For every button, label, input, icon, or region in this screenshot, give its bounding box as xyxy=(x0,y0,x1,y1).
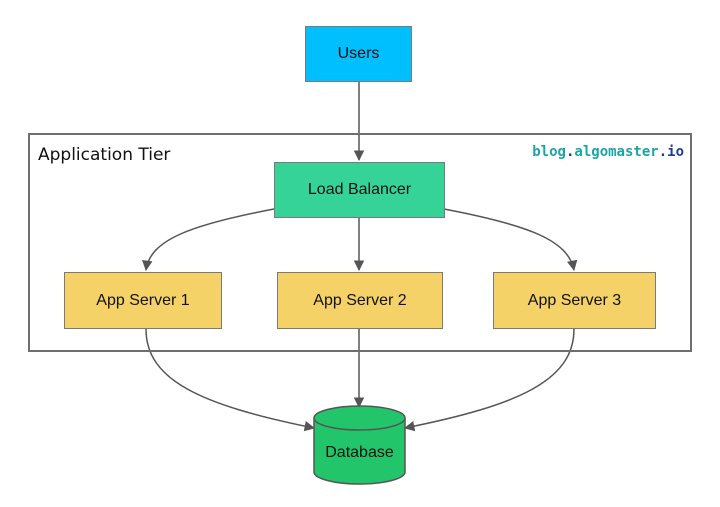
users-node: Users xyxy=(305,26,412,82)
app-server-1-label: App Server 1 xyxy=(96,291,190,309)
app-server-3-node: App Server 3 xyxy=(493,272,656,329)
brand-part-algomaster: algomaster xyxy=(574,144,659,160)
app-server-1-node: App Server 1 xyxy=(64,272,222,329)
application-tier-container xyxy=(28,133,692,352)
edge-app-server-3-to-database xyxy=(403,328,575,432)
load-balancer-label: Load Balancer xyxy=(307,181,412,198)
application-tier-label: Application Tier xyxy=(38,145,171,165)
edge-load-balancer-to-app-server-1 xyxy=(142,208,275,272)
app-server-2-label: App Server 2 xyxy=(313,291,407,309)
database-body xyxy=(313,418,406,485)
app-server-2-node: App Server 2 xyxy=(277,272,443,329)
edge-app-server-1-to-database xyxy=(145,328,316,432)
database-label: Database xyxy=(325,444,394,461)
brand-dot-2: . xyxy=(658,144,668,160)
load-balancer-node: Load Balancer xyxy=(274,162,445,218)
brand-dot-1: . xyxy=(565,144,575,160)
brand-part-io: io xyxy=(667,144,684,160)
database-node xyxy=(313,405,406,485)
brand-watermark: blog.algomaster.io xyxy=(532,143,684,161)
users-label: Users xyxy=(337,45,380,62)
database-top xyxy=(313,405,406,431)
app-server-3-label: App Server 3 xyxy=(527,291,622,309)
brand-part-blog: blog xyxy=(532,144,566,160)
edge-load-balancer-to-app-server-3 xyxy=(443,208,578,272)
